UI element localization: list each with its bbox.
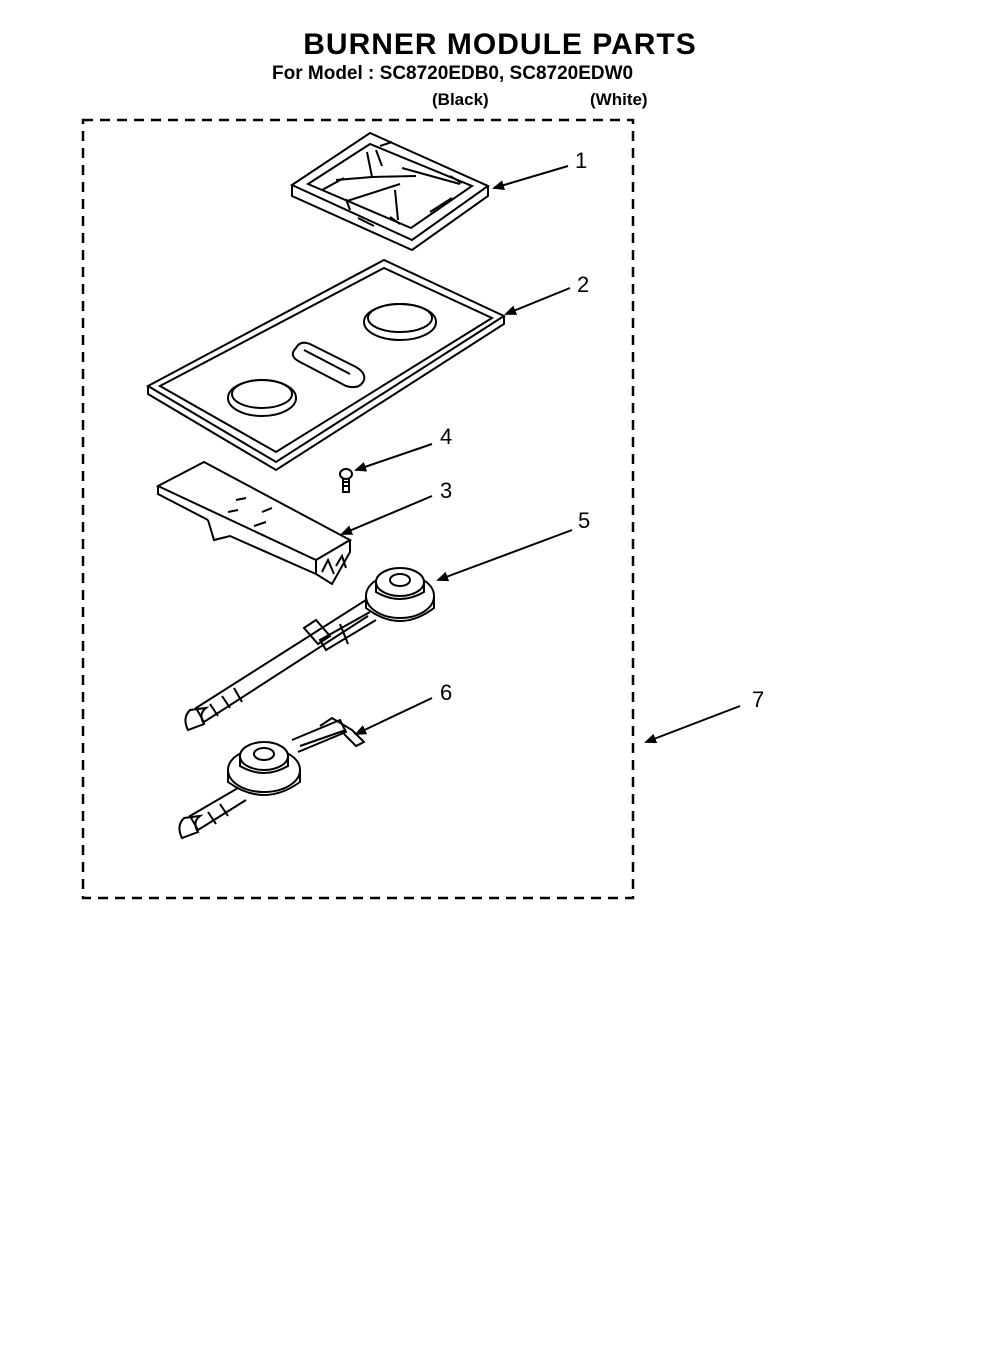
variant-black-label: (Black) <box>432 90 489 109</box>
variant-white-label: (White) <box>590 90 648 109</box>
leader-2 <box>504 287 571 315</box>
callout-7: 7 <box>752 687 764 712</box>
leader-6 <box>354 697 433 735</box>
model-subtitle: For Model : SC8720EDB0, SC8720EDW0 <box>272 63 634 84</box>
grate-part <box>289 131 491 252</box>
burner-bracket-part <box>155 460 353 586</box>
leader-5 <box>436 529 573 582</box>
callout-5: 5 <box>578 508 590 533</box>
callout-6: 6 <box>440 680 452 705</box>
leader-lines <box>340 165 741 744</box>
page-title: BURNER MODULE PARTS <box>303 28 697 61</box>
leader-1 <box>492 165 569 190</box>
front-burner-assembly-part <box>184 567 435 732</box>
rear-burner-assembly-part <box>178 716 366 840</box>
callout-4: 4 <box>440 424 452 449</box>
leader-4 <box>354 443 433 472</box>
callout-2: 2 <box>577 272 589 297</box>
assembly-boundary <box>81 118 635 900</box>
callout-3: 3 <box>440 478 452 503</box>
cooktop-part <box>145 258 507 472</box>
screw-part <box>339 468 353 493</box>
leader-3 <box>340 495 433 535</box>
callout-1: 1 <box>575 148 587 173</box>
leader-7 <box>644 705 741 744</box>
